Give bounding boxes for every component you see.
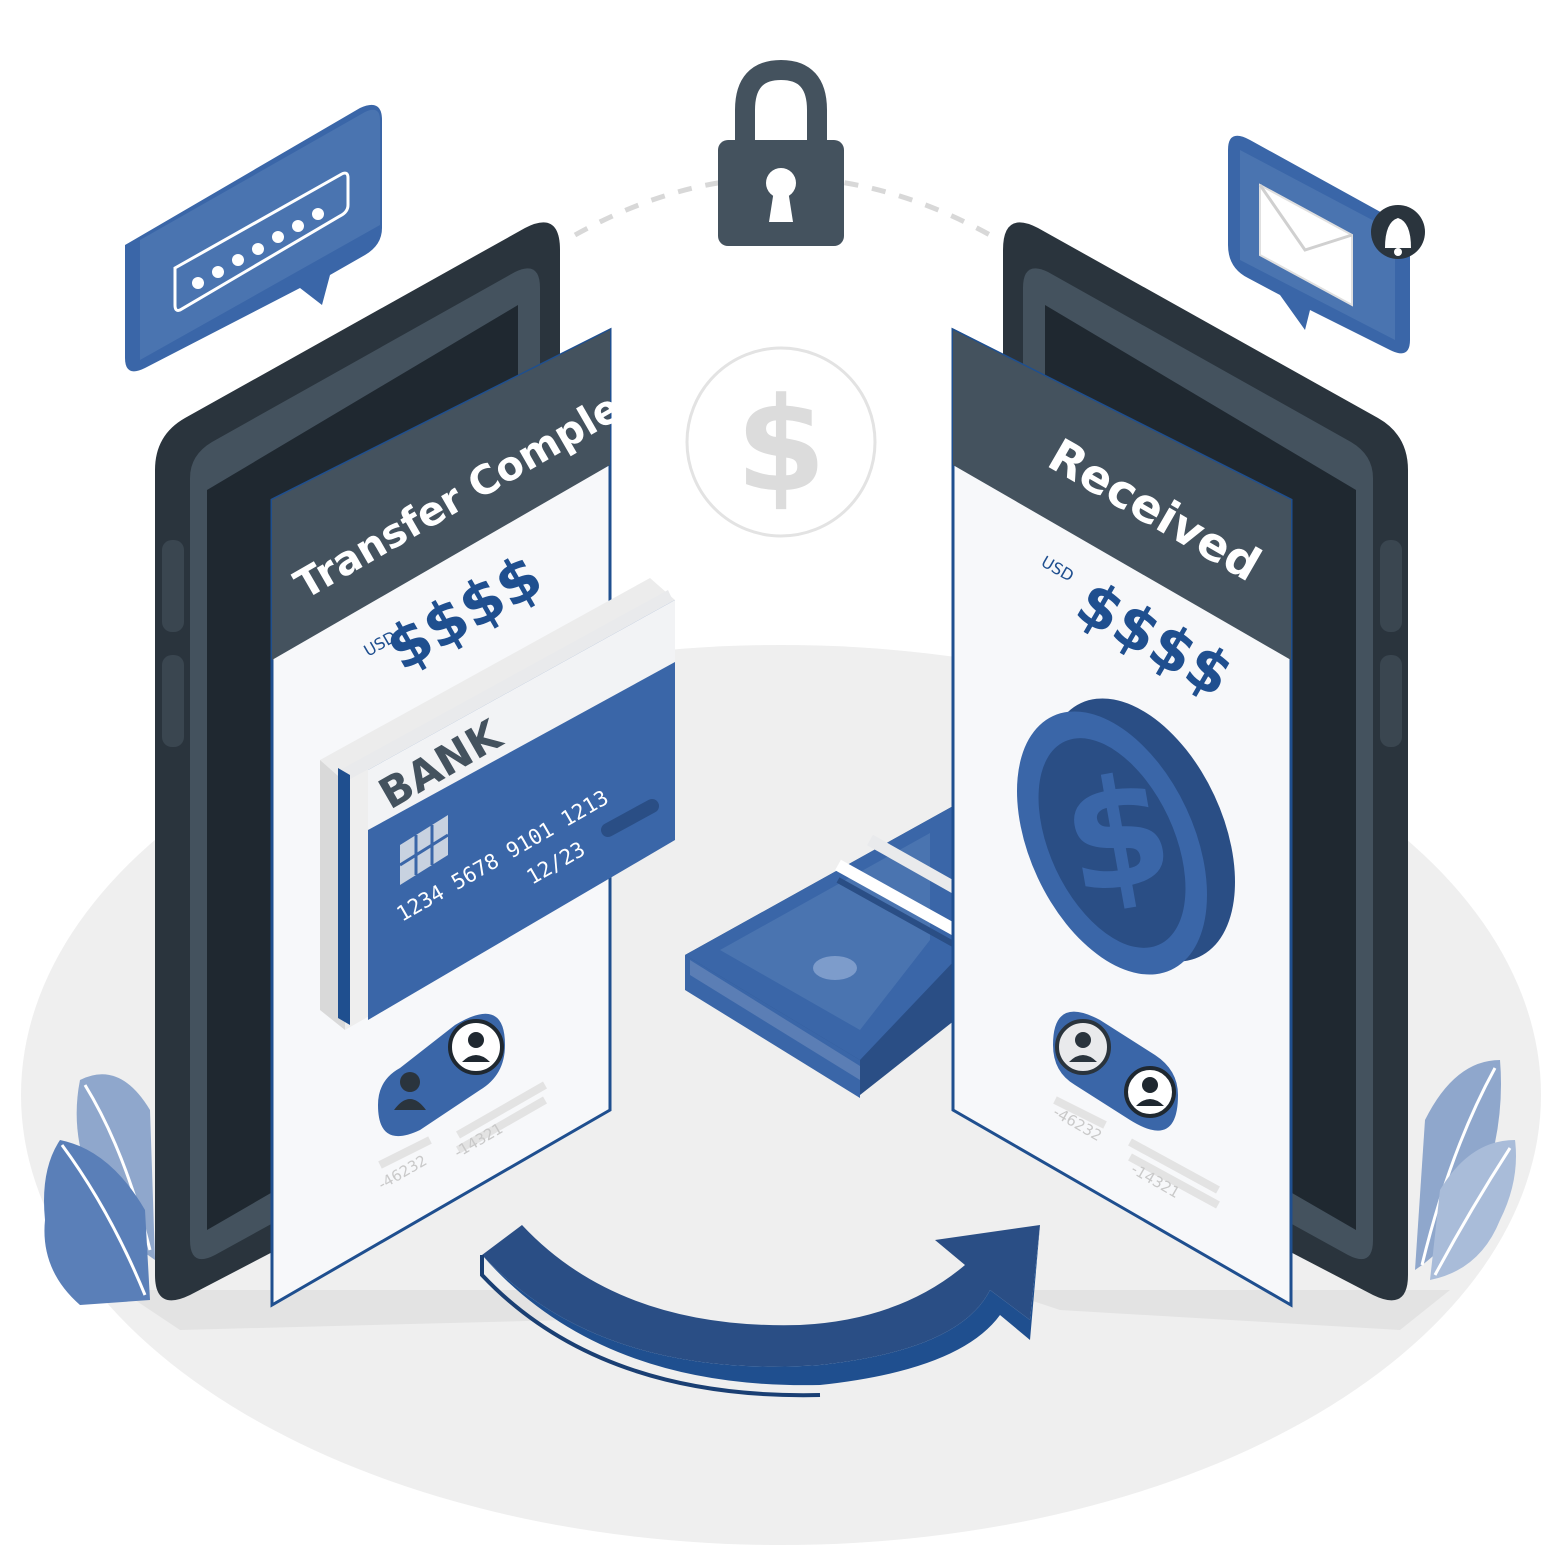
mail-notification-icon [1228,135,1425,354]
dollar-coin-icon: $ [1017,698,1235,975]
receiver-avatar-icon [1055,1019,1111,1075]
bank-card: BANK 1234 5678 9101 1213 12/23 [320,578,675,1030]
right-plant-decoration [1415,1060,1516,1280]
cash-stack-icon [685,805,958,1098]
lock-icon [718,59,844,246]
sender-avatar-secondary-icon [394,1072,426,1110]
envelope-icon [1258,183,1353,307]
cash-center-mark [813,956,857,980]
bell-icon [1371,205,1425,259]
sender-avatar-icon [448,1019,504,1075]
transfer-arrow-icon [480,1225,1040,1398]
receiver-avatar-secondary-icon [1124,1066,1176,1118]
center-dollar-symbol: $ [736,369,826,521]
password-dots [192,208,324,289]
dashed-connection [573,175,992,238]
password-bubble-icon [125,104,382,372]
left-plant-decoration [44,1074,155,1305]
card-chip-icon [399,815,449,885]
center-dollar-icon: $ [685,346,877,538]
